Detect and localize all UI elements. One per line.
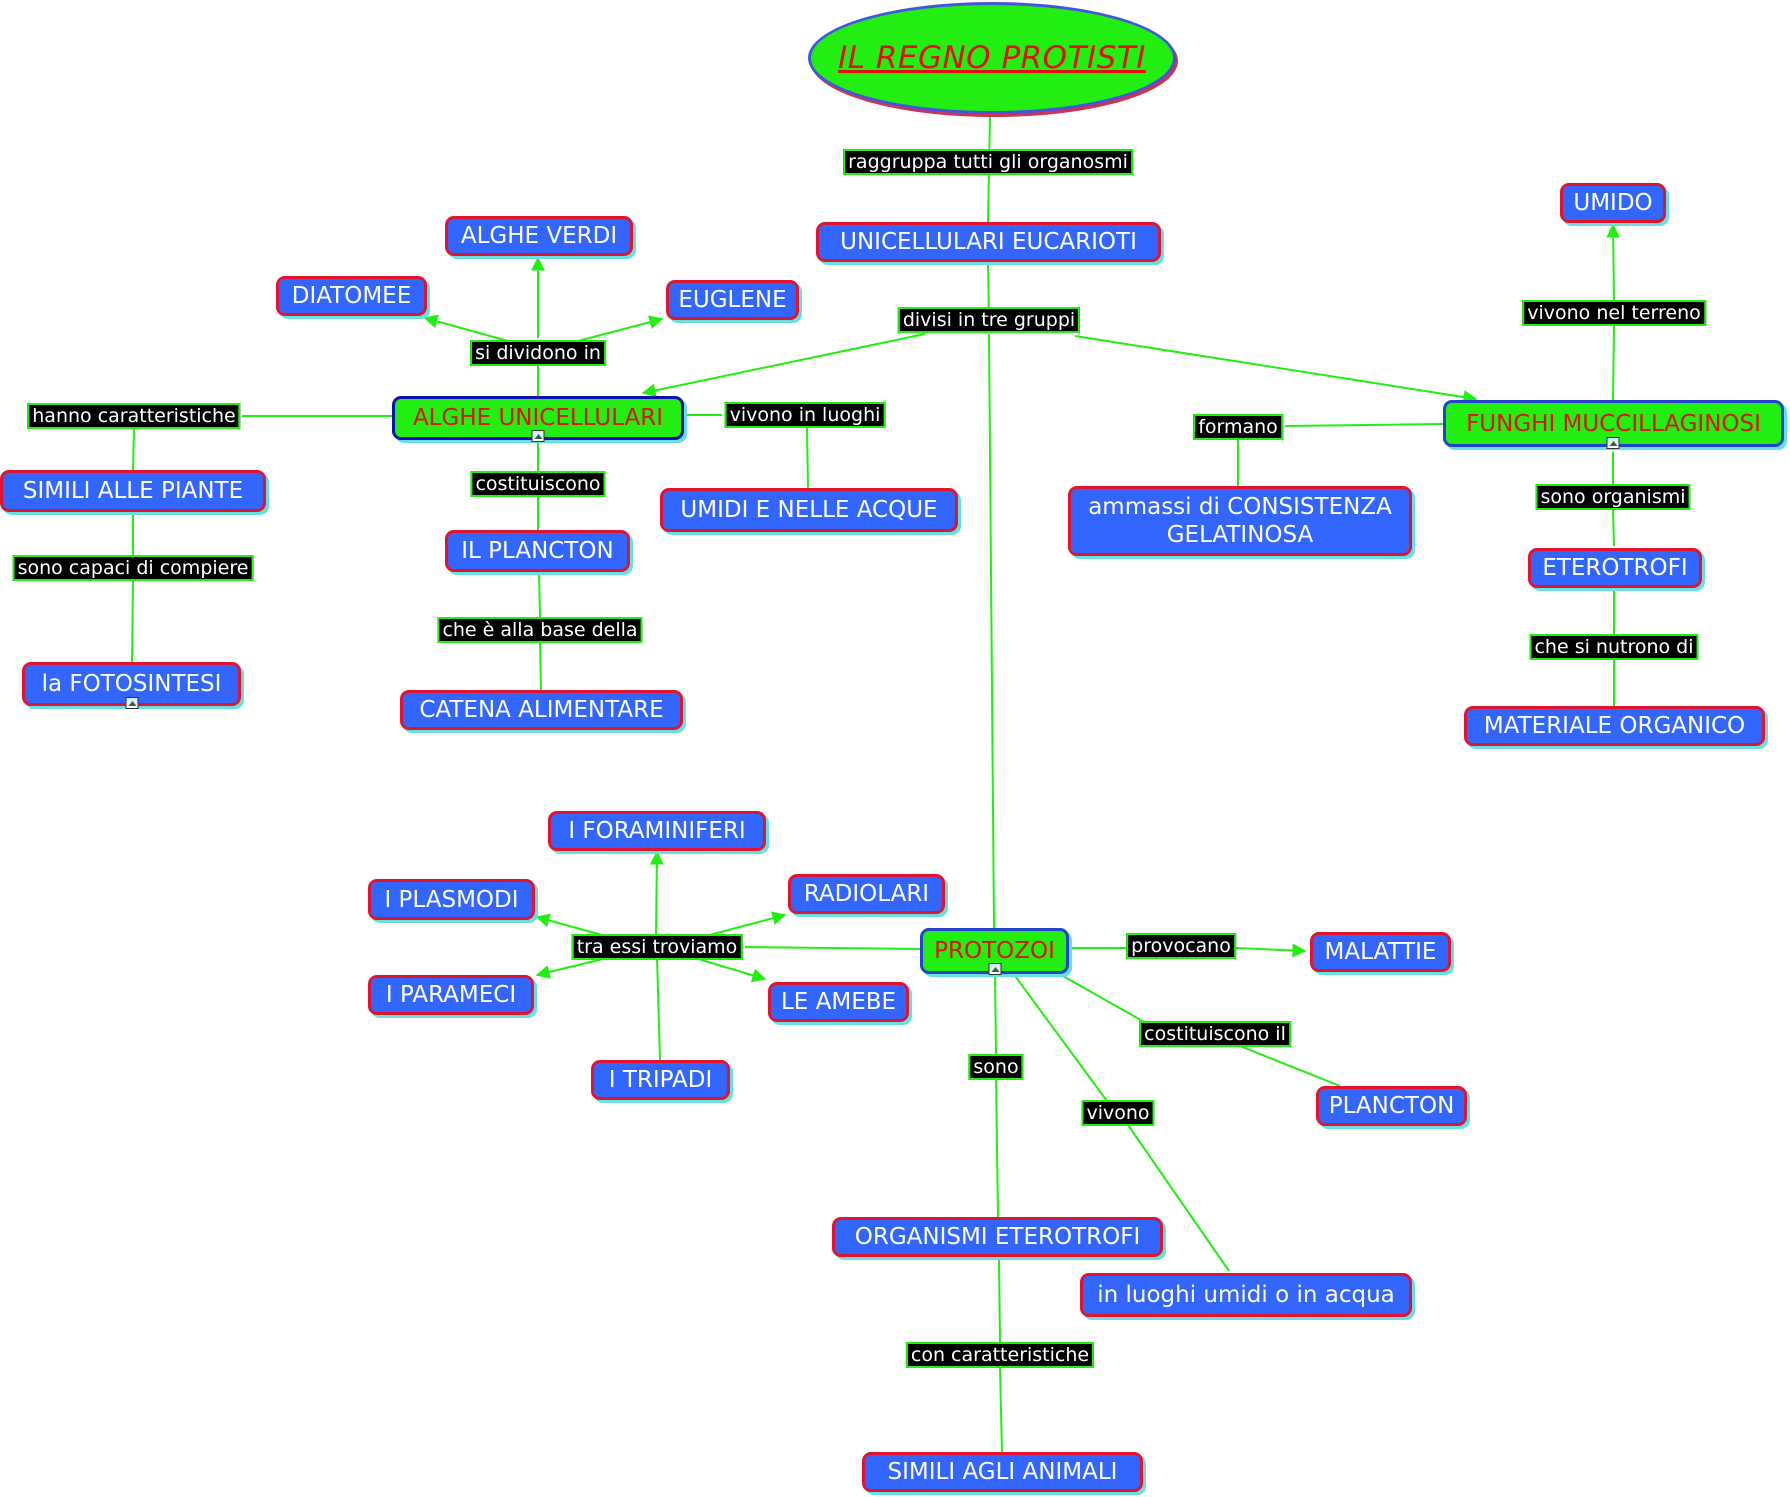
concept-il-plancton[interactable]: IL PLANCTON [445,530,630,572]
link-label: costituiscono [470,471,606,497]
concept-catena-alimentare[interactable]: CATENA ALIMENTARE [400,690,683,730]
link-label: vivono in luoghi [724,402,886,428]
link-label: provocano [1126,933,1236,959]
link-label: sono [968,1054,1024,1080]
concept-simili-alle-piante[interactable]: SIMILI ALLE PIANTE [0,470,266,512]
link-label: tra essi troviamo [571,934,743,960]
link-label: formano [1193,414,1283,440]
concept-unicellulari-eucarioti[interactable]: UNICELLULARI EUCARIOTI [816,222,1161,262]
concept-euglene[interactable]: EUGLENE [666,280,799,320]
concept-tripadi[interactable]: I TRIPADI [591,1060,730,1100]
link-label: sono capaci di compiere [12,555,254,581]
concept-organismi-eterotrofi[interactable]: ORGANISMI ETEROTROFI [832,1217,1163,1257]
concept-eterotrofi[interactable]: ETEROTROFI [1528,548,1702,588]
link-label: che è alla base della [437,617,643,643]
attached-image-icon[interactable] [531,430,545,442]
concept-plasmodi[interactable]: I PLASMODI [368,879,535,920]
root-title: IL REGNO PROTISTI [838,40,1146,76]
link-label: raggruppa tutti gli organosmi [843,149,1133,175]
concept-simili-agli-animali[interactable]: SIMILI AGLI ANIMALI [862,1452,1143,1492]
concept-umidi-e-nelle-acque[interactable]: UMIDI E NELLE ACQUE [660,488,958,532]
link-label: sono organismi [1535,484,1691,510]
concept-radiolari[interactable]: RADIOLARI [788,874,945,914]
link-label: costituiscono il [1139,1021,1291,1047]
concept-umido[interactable]: UMIDO [1560,183,1666,223]
concept-funghi-muccillaginosi[interactable]: FUNGHI MUCCILLAGINOSI [1443,400,1784,447]
concept-materiale-organico[interactable]: MATERIALE ORGANICO [1464,706,1765,746]
concept-luoghi-umidi[interactable]: in luoghi umidi o in acqua [1080,1273,1412,1317]
link-label: vivono nel terreno [1522,300,1706,326]
attached-image-icon[interactable] [125,697,139,709]
concept-plancton[interactable]: PLANCTON [1316,1086,1467,1126]
link-label: divisi in tre gruppi [897,307,1081,333]
root-title-ellipse[interactable]: IL REGNO PROTISTI [808,2,1176,114]
link-label: che si nutrono di [1529,634,1699,660]
concept-parameci[interactable]: I PARAMECI [368,975,534,1015]
attached-image-icon[interactable] [988,963,1002,975]
concept-alghe-verdi[interactable]: ALGHE VERDI [445,216,633,256]
link-label: si dividono in [470,340,606,366]
attached-image-icon[interactable] [1606,437,1620,449]
concept-fotosintesi[interactable]: la FOTOSINTESI [22,662,241,706]
concept-diatomee[interactable]: DIATOMEE [276,276,427,316]
concept-amebe[interactable]: LE AMEBE [768,982,909,1022]
concept-foraminiferi[interactable]: I FORAMINIFERI [548,811,766,851]
link-label: con caratteristiche [905,1342,1095,1368]
link-label: vivono [1081,1100,1155,1126]
concept-malattie[interactable]: MALATTIE [1310,932,1451,972]
concept-ammassi-gelatinosi[interactable]: ammassi di CONSISTENZA GELATINOSA [1068,486,1412,556]
link-label: hanno caratteristiche [27,403,241,429]
